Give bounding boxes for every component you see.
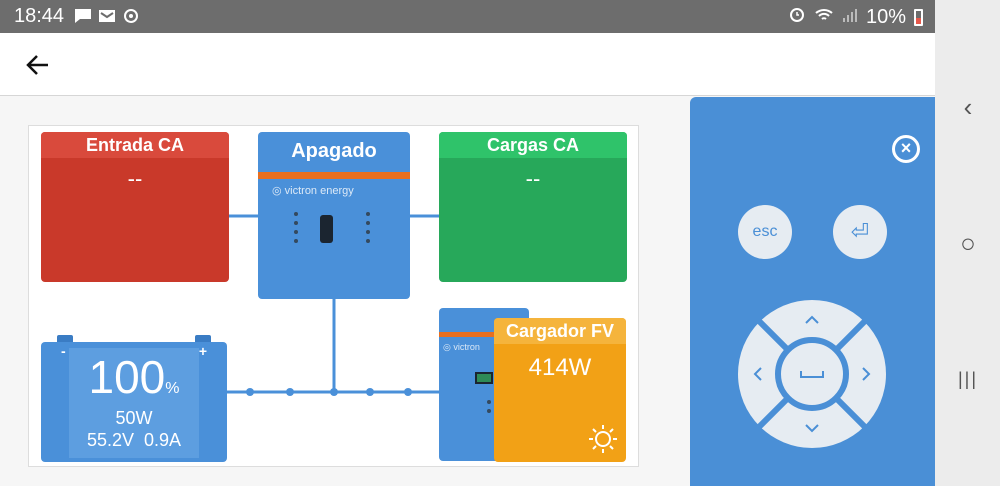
mail-icon — [98, 8, 116, 24]
battery-minus-sign: - — [61, 343, 66, 359]
pv-charger-power: 414W — [528, 354, 592, 381]
status-time: 18:44 — [14, 5, 65, 27]
battery-current: 0.9A — [144, 430, 182, 450]
pv-charger-title: Cargador FV — [494, 318, 626, 344]
battery-percent: 10% — [865, 5, 906, 28]
inverter-brand: ◎ victron energy — [272, 184, 354, 197]
battery-soc: 100% — [69, 350, 199, 404]
mppt-band — [439, 332, 529, 337]
ac-loads-value: -- — [525, 166, 541, 191]
battery-terminal-positive — [195, 335, 211, 342]
mppt-brand: ◎ victron — [443, 342, 480, 353]
nav-recents-button[interactable]: ||| — [957, 369, 979, 389]
close-remote-button[interactable]: × — [892, 135, 920, 163]
sync-icon — [122, 8, 140, 24]
arrow-left-icon — [26, 55, 48, 75]
ac-loads-box[interactable]: Cargas CA -- — [439, 132, 627, 282]
system-status: 10% — [788, 5, 923, 29]
alarm-icon — [788, 5, 806, 29]
battery-soc-value: 100 — [88, 351, 166, 403]
esc-button[interactable]: esc — [738, 205, 792, 259]
space-icon[interactable] — [800, 371, 824, 378]
system-overview-diagram: Entrada CA -- Apagado ◎ victron energy C… — [28, 125, 639, 467]
battery-voltage: 55.2V — [86, 430, 134, 450]
dpad[interactable] — [737, 299, 887, 449]
inverter-brand-label: victron energy — [284, 185, 354, 197]
victron-logo-icon: ◎ — [443, 342, 454, 352]
chevron-left-icon[interactable] — [753, 367, 762, 381]
wifi-icon — [814, 6, 834, 29]
led-column-right — [366, 212, 370, 243]
app-bar — [0, 33, 935, 96]
battery-voltage-current: 55.2V 0.9A — [53, 430, 215, 451]
enter-button[interactable]: ⏎ — [833, 205, 887, 259]
led-column-left — [294, 212, 298, 243]
mppt-display — [475, 372, 493, 384]
chevron-down-icon[interactable] — [805, 424, 819, 433]
inverter-box[interactable]: Apagado ◎ victron energy — [258, 132, 410, 299]
battery-power: 50W — [115, 408, 153, 428]
enter-icon: ⏎ — [850, 219, 870, 244]
victron-logo-icon: ◎ — [272, 185, 285, 197]
battery-icon — [914, 8, 923, 26]
inverter-band — [258, 172, 410, 179]
status-bar: 18:44 10% — [0, 0, 935, 33]
signal-icon — [842, 6, 858, 29]
nav-home-button[interactable]: ○ — [960, 228, 976, 258]
battery-readout: 100% 50W 55.2V 0.9A — [69, 348, 199, 458]
ac-input-box[interactable]: Entrada CA -- — [41, 132, 229, 282]
nav-back-button[interactable]: ‹ — [963, 92, 973, 122]
battery-soc-unit: % — [165, 380, 180, 397]
inverter-switch — [320, 215, 333, 243]
notification-icons — [74, 8, 140, 24]
sun-icon — [588, 424, 618, 454]
close-circle-icon: × — [900, 138, 912, 158]
system-nav-bar: ‹ ○ ||| — [935, 0, 1000, 486]
remote-control-panel: × esc ⏎ — [690, 97, 935, 486]
pv-charger-box[interactable]: Cargador FV 414W — [494, 318, 626, 462]
ac-input-title: Entrada CA — [41, 132, 229, 158]
chevron-right-icon[interactable] — [862, 367, 871, 381]
mppt-brand-label: victron — [453, 342, 480, 352]
mppt-leds — [487, 400, 491, 413]
inverter-state: Apagado — [291, 140, 377, 162]
chevron-up-icon[interactable] — [805, 315, 819, 324]
message-icon — [74, 8, 92, 24]
ac-loads-title: Cargas CA — [439, 132, 627, 158]
battery-box[interactable]: - + 100% 50W 55.2V 0.9A — [41, 335, 227, 462]
battery-terminal-negative — [57, 335, 73, 342]
battery-plus-sign: + — [198, 343, 207, 359]
phone-screen: 18:44 10% — [0, 0, 935, 486]
ac-input-value: -- — [127, 166, 143, 191]
back-button[interactable] — [22, 49, 54, 81]
